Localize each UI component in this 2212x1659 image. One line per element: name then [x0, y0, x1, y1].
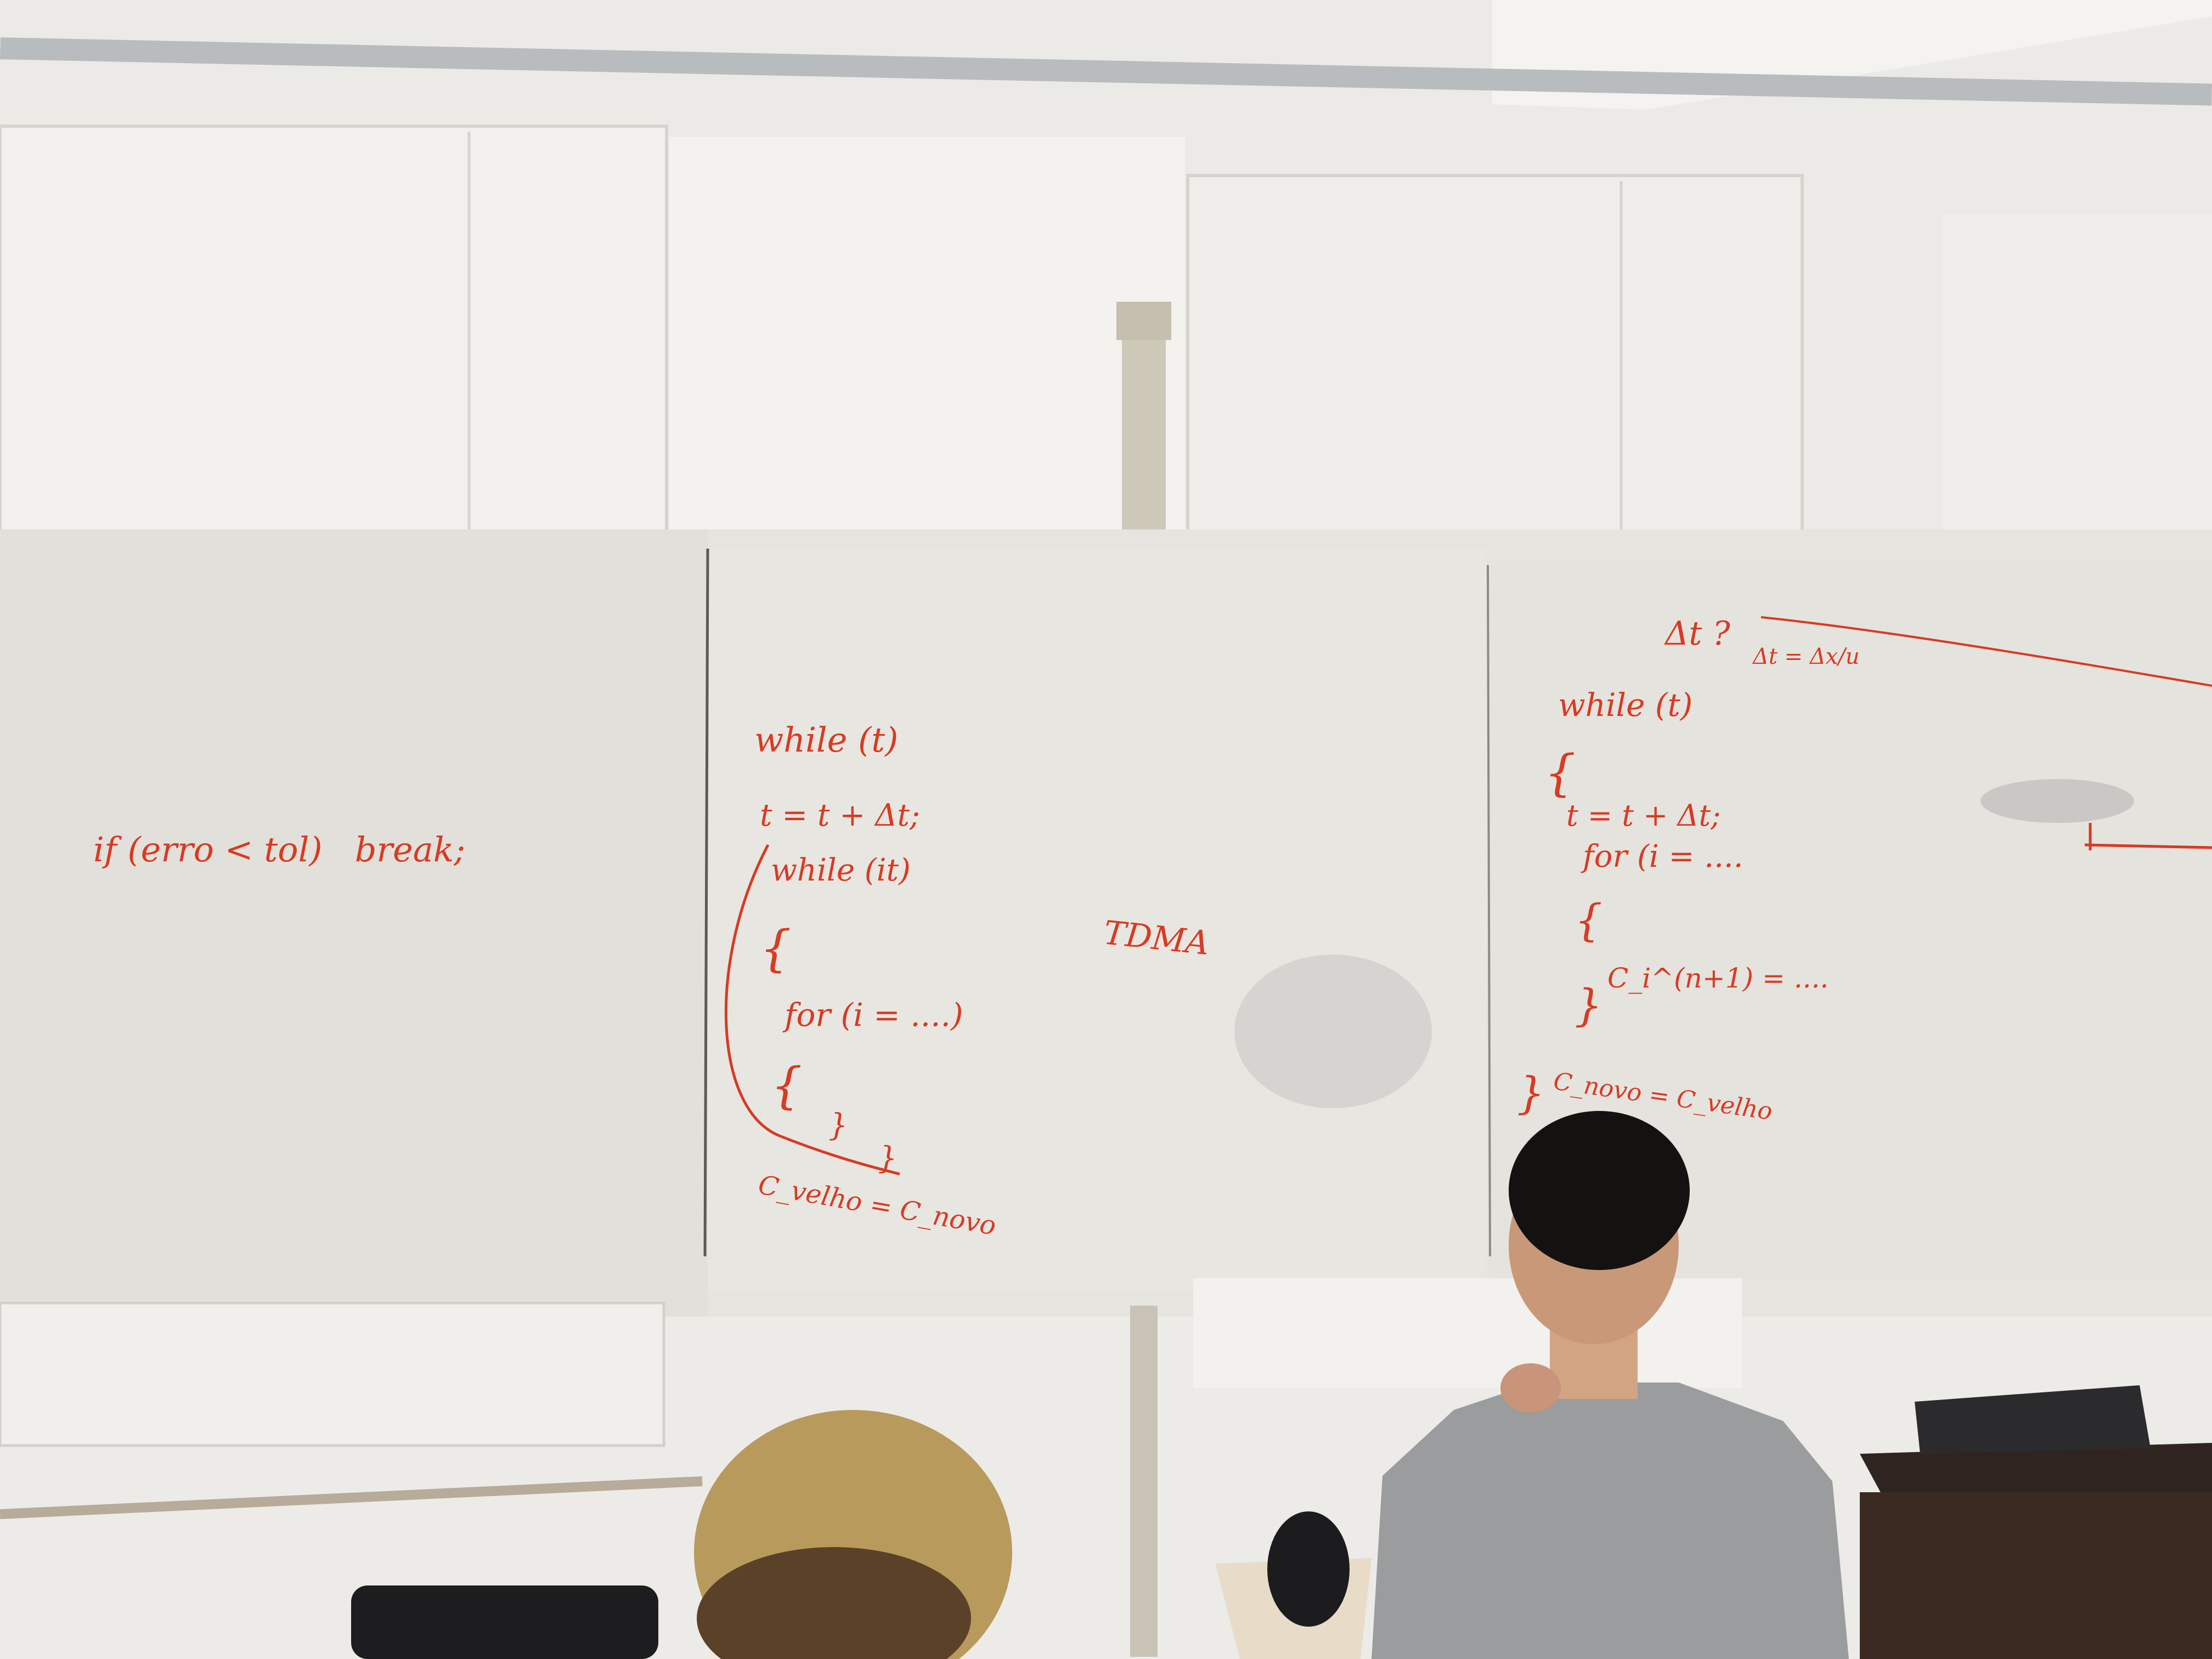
pencil-case: [1267, 1511, 1350, 1627]
right-for-loop: for (i = ....: [1581, 839, 1743, 874]
gray-shirt: [1372, 1383, 1849, 1659]
right-dt-question: Δt ?: [1664, 614, 1731, 653]
right-dt-arrow: [1760, 616, 2212, 687]
horizontal-pipe: [0, 1476, 703, 1519]
mid-t-update: t = t + Δt;: [760, 798, 920, 833]
whiteboard-middle-panel: [708, 549, 1487, 1292]
left-if-break: if (erro < tol) break;: [93, 830, 465, 870]
whiteboard-divider-1: [703, 548, 709, 1257]
right-t-update: t = t + Δt;: [1566, 798, 1720, 833]
mid-while-outer: while (t): [754, 720, 898, 760]
right-while: while (t): [1558, 686, 1692, 724]
mid-brace-open-1: {: [760, 920, 791, 978]
mid-for-loop: for (i = ....): [782, 996, 963, 1034]
chair-back: [1915, 1385, 2151, 1454]
right-brace-close-2: }: [1517, 1068, 1545, 1119]
lower-panel: [0, 1301, 665, 1447]
vertical-pipe: [1122, 304, 1166, 557]
upper-panel-far-right: [1942, 214, 2212, 565]
right-brace-open-2: {: [1575, 895, 1602, 946]
desk-body: [1860, 1492, 2212, 1659]
lower-pipe: [1130, 1306, 1158, 1657]
right-c-update: C_i^(n+1) = ....: [1607, 962, 1829, 994]
right-brace-close: }: [1575, 980, 1602, 1031]
upper-panel-right: [1186, 174, 1804, 556]
whiteboard-divider-2: [1487, 565, 1491, 1257]
chair-front: [351, 1585, 658, 1659]
eraser-smudge: [1234, 955, 1432, 1108]
hand: [1500, 1363, 1561, 1413]
upper-panel-left: [0, 125, 668, 545]
dark-hair: [1509, 1111, 1690, 1270]
pipe-coupling: [1116, 302, 1171, 340]
curly-hair-shadow: [697, 1547, 971, 1659]
mid-brace-close-1: }: [828, 1108, 848, 1143]
eraser-smudge: [1980, 779, 2134, 823]
mid-curve-bracket: [724, 844, 900, 1176]
upper-panel-mid: [669, 137, 1185, 546]
right-edge-axis: [2084, 823, 2212, 850]
right-brace-open: {: [1544, 744, 1576, 802]
whiteboard-left-panel: [0, 529, 708, 1319]
mid-while-inner: while (it): [771, 853, 911, 888]
ceiling-rail: [0, 37, 2212, 106]
right-dt-formula: Δt = Δx/u: [1752, 644, 1860, 669]
mid-brace-open-2: {: [771, 1057, 802, 1115]
